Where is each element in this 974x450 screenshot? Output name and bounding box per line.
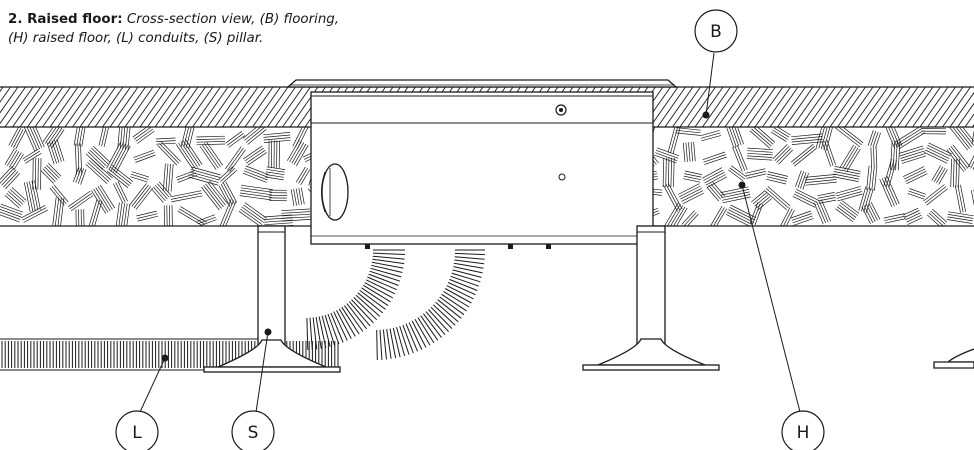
screw-icon (555, 104, 567, 116)
caption-title: 2. Raised floor: (8, 12, 123, 27)
pillar-partial (933, 348, 974, 369)
pillar-right (582, 225, 720, 371)
callout-h: H (781, 410, 825, 450)
callout-s-label: S (248, 423, 259, 443)
callout-l-label: L (132, 423, 142, 443)
callout-h-label: H (797, 423, 810, 443)
conduits (0, 249, 485, 371)
callout-l: L (115, 410, 159, 450)
leader-line-l (139, 357, 166, 413)
callout-b: B (694, 9, 738, 53)
floor-box (286, 79, 678, 249)
leader-line-b (705, 52, 715, 116)
callout-b-label: B (710, 22, 722, 42)
knockout-plug (321, 163, 349, 221)
caption-text-line-2: (H) raised floor, (L) conduits, (S) pill… (8, 31, 264, 46)
pillar-left (203, 225, 341, 373)
caption-text-line-1: Cross-section view, (B) flooring, (126, 12, 340, 27)
figure-caption: 2. Raised floor: Cross-section view, (B)… (8, 10, 448, 48)
leader-line-s (255, 331, 269, 413)
callout-s: S (231, 410, 275, 450)
leader-line-h (741, 184, 801, 413)
